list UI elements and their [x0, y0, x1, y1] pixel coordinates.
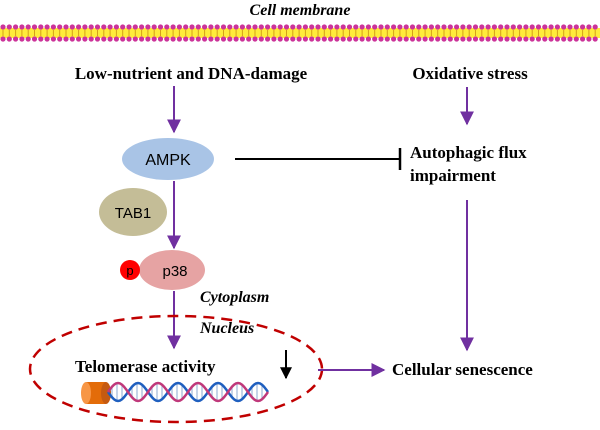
- impairment-label: impairment: [410, 166, 496, 185]
- low-nutrient-label: Low-nutrient and DNA-damage: [75, 64, 308, 83]
- p38-node: [139, 250, 205, 290]
- lipid-bilayer-icon: [0, 24, 600, 42]
- phospho-group: [120, 260, 140, 280]
- phospho-label: p: [126, 263, 133, 278]
- ampk-label: AMPK: [145, 152, 191, 169]
- telomerase-activity-label: Telomerase activity: [75, 357, 216, 376]
- cellular-senescence-label: Cellular senescence: [392, 360, 533, 379]
- nucleus-label: Nucleus: [199, 320, 254, 337]
- cytoplasm-label: Cytoplasm: [200, 289, 269, 306]
- autophagic-flux-label: Autophagic flux: [410, 143, 527, 162]
- histone-cylinder-icon: [81, 382, 111, 404]
- ampk-node: [122, 138, 214, 180]
- tab1-label: TAB1: [115, 205, 151, 222]
- p38-label: p38: [162, 263, 187, 280]
- oxidative-stress-label: Oxidative stress: [412, 64, 528, 83]
- dna-helix-icon: [106, 381, 270, 403]
- tab1-node: [99, 188, 167, 236]
- cell-membrane-label: Cell membrane: [250, 2, 351, 19]
